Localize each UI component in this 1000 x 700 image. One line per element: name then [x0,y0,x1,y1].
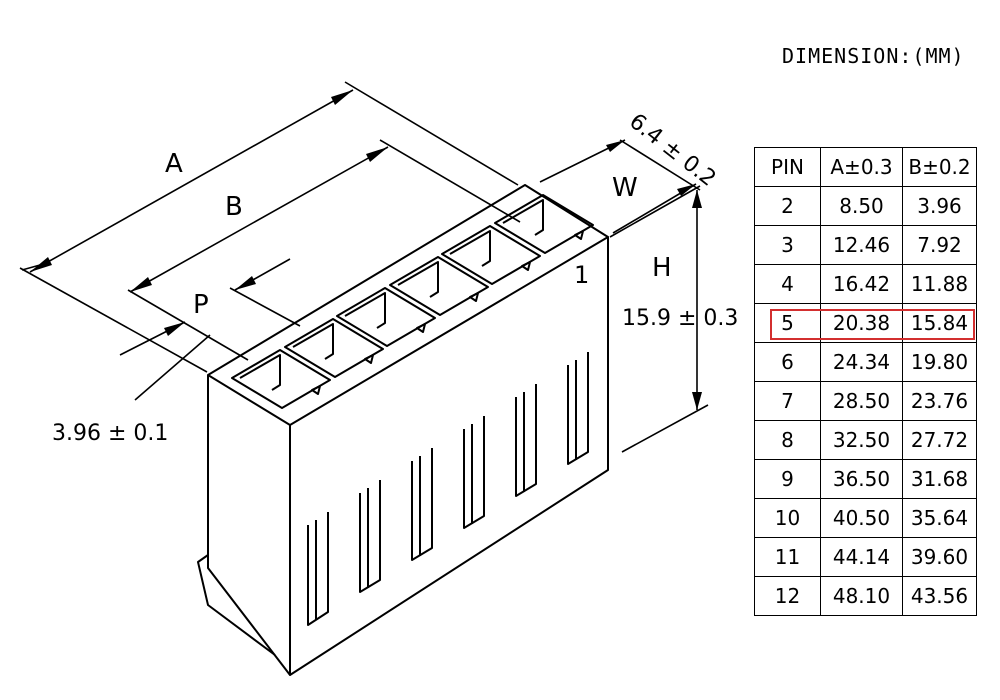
cell-a: 28.50 [820,381,903,421]
cell-a: 40.50 [820,498,903,538]
label-p: P [193,290,209,320]
cell-b: 7.92 [902,225,977,265]
cell-a: 48.10 [820,576,903,616]
cell-pin: 4 [754,264,821,304]
cell-b: 31.68 [902,459,977,499]
cell-b: 15.84 [902,303,977,343]
cell-b: 19.80 [902,342,977,382]
cell-b: 39.60 [902,537,977,577]
cell-pin: 9 [754,459,821,499]
table-header-row: PIN A±0.3 B±0.2 [754,147,977,187]
cell-b: 27.72 [902,420,977,460]
cell-pin: 7 [754,381,821,421]
cell-b: 43.56 [902,576,977,616]
bottom-latch [197,554,276,656]
dim-b-line [129,146,389,293]
cell-pin: 11 [754,537,821,577]
cell-a: 20.38 [820,303,903,343]
label-a: A [165,149,183,179]
label-width-value: 6.4 ± 0.2 [624,109,720,192]
cell-pin: 12 [754,576,821,616]
units-title: DIMENSION:(MM) [782,44,965,68]
cell-pin: 3 [754,225,821,265]
housing-front-face [207,375,291,676]
cell-pin: 2 [754,186,821,226]
header-b: B±0.2 [902,147,977,187]
cell-b: 11.88 [902,264,977,304]
dim-a-line [29,89,354,273]
housing-right-face [289,237,609,676]
housing-top-face [207,184,609,426]
cell-a: 12.46 [820,225,903,265]
label-w: W [612,173,638,203]
cell-a: 24.34 [820,342,903,382]
front-ribs [307,352,589,626]
header-pin: PIN [754,147,821,187]
label-pitch-value: 3.96 ± 0.1 [52,421,168,446]
cell-a: 44.14 [820,537,903,577]
label-h: H [652,253,672,283]
cell-pin: 6 [754,342,821,382]
cell-b: 35.64 [902,498,977,538]
cell-b: 3.96 [902,186,977,226]
label-b: B [225,192,243,222]
label-pin-one: 1 [574,261,589,289]
cell-a: 8.50 [820,186,903,226]
cell-a: 16.42 [820,264,903,304]
cell-pin: 8 [754,420,821,460]
pin-cavities [231,194,594,409]
header-a: A±0.3 [820,147,903,187]
label-height-value: 15.9 ± 0.3 [622,306,738,331]
cell-b: 23.76 [902,381,977,421]
cell-a: 36.50 [820,459,903,499]
cell-pin: 5 [754,303,821,343]
cell-pin: 10 [754,498,821,538]
cell-a: 32.50 [820,420,903,460]
